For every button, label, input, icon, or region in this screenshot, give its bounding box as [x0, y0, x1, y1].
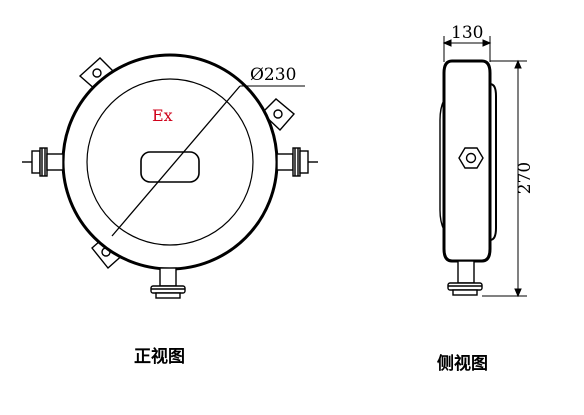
side-view-caption: 侧视图: [437, 353, 488, 374]
height-label: 270: [515, 162, 535, 194]
cable-gland-right: [276, 147, 318, 177]
side-cable-gland: [447, 260, 483, 296]
side-view: [439, 36, 527, 298]
hex-nut: [458, 147, 484, 169]
lamp-window: [140, 151, 200, 183]
mounting-tab-right: [260, 98, 295, 132]
outer-housing-ring: [61, 53, 279, 271]
side-lens-edge: [439, 99, 445, 231]
cable-gland-left: [22, 147, 64, 177]
inner-glass-ring: [86, 78, 254, 246]
front-view-caption: 正视图: [134, 346, 185, 367]
width-label: 130: [451, 23, 483, 43]
width-dimension: [442, 36, 492, 62]
diameter-line: [111, 85, 241, 237]
diameter-label: Ø230: [250, 65, 296, 85]
front-view: [22, 53, 318, 299]
height-dimension: [482, 59, 527, 298]
side-flange: [489, 83, 497, 241]
ex-marking: Ex: [152, 106, 173, 125]
cable-gland-bottom: [150, 267, 186, 299]
